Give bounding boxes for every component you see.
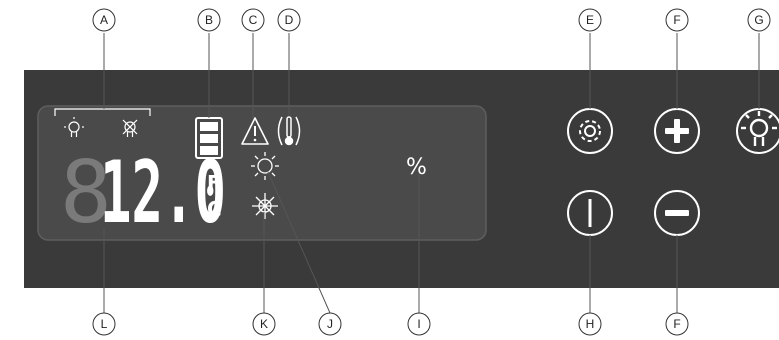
svg-text:J: J <box>327 317 333 331</box>
callout-D: D <box>277 8 301 32</box>
humidity-percent-indicator: % <box>406 155 427 180</box>
svg-text:L: L <box>101 317 108 331</box>
unit-fahrenheit-label: °F <box>197 171 221 195</box>
temperature-value: 12.0 <box>100 143 226 243</box>
callout-F-top: F <box>665 8 689 32</box>
plus-icon <box>665 119 689 143</box>
callout-E: E <box>578 8 602 32</box>
temperature-dim-digit: 8 <box>60 143 112 243</box>
callout-H: H <box>578 312 602 336</box>
light-indicator-group <box>54 108 151 137</box>
bulb-icon <box>741 111 777 146</box>
light-off-icon <box>122 119 138 137</box>
callout-lines <box>103 33 760 314</box>
callout-C: C <box>241 8 265 32</box>
callout-J: J <box>318 312 342 336</box>
svg-text:K: K <box>260 317 268 331</box>
unit-celsius-label: °C <box>197 197 222 221</box>
callout-I: I <box>407 312 431 336</box>
svg-text:G: G <box>754 13 763 27</box>
callout-A: A <box>92 8 116 32</box>
thermometer-icon <box>277 116 301 146</box>
callout-L: L <box>92 312 116 336</box>
svg-text:I: I <box>417 317 420 331</box>
gear-icon <box>579 120 601 142</box>
svg-text:H: H <box>586 317 595 331</box>
minus-icon <box>665 210 689 216</box>
warning-icon <box>241 117 269 145</box>
light-on-icon <box>64 117 84 137</box>
svg-text:F: F <box>673 317 680 331</box>
svg-text:B: B <box>205 13 213 27</box>
callout-F-bottom: F <box>665 312 689 336</box>
power-icon <box>588 199 592 227</box>
callout-G: G <box>747 8 771 32</box>
heating-sun-icon <box>251 152 279 180</box>
cooling-snowflake-icon <box>252 193 278 219</box>
svg-text:F: F <box>673 13 680 27</box>
svg-text:C: C <box>249 13 258 27</box>
callout-K: K <box>252 312 276 336</box>
svg-text:A: A <box>100 13 108 27</box>
temperature-display: 8 12.0 <box>60 143 226 243</box>
svg-text:D: D <box>285 13 294 27</box>
svg-text:E: E <box>586 13 594 27</box>
callout-B: B <box>197 8 221 32</box>
